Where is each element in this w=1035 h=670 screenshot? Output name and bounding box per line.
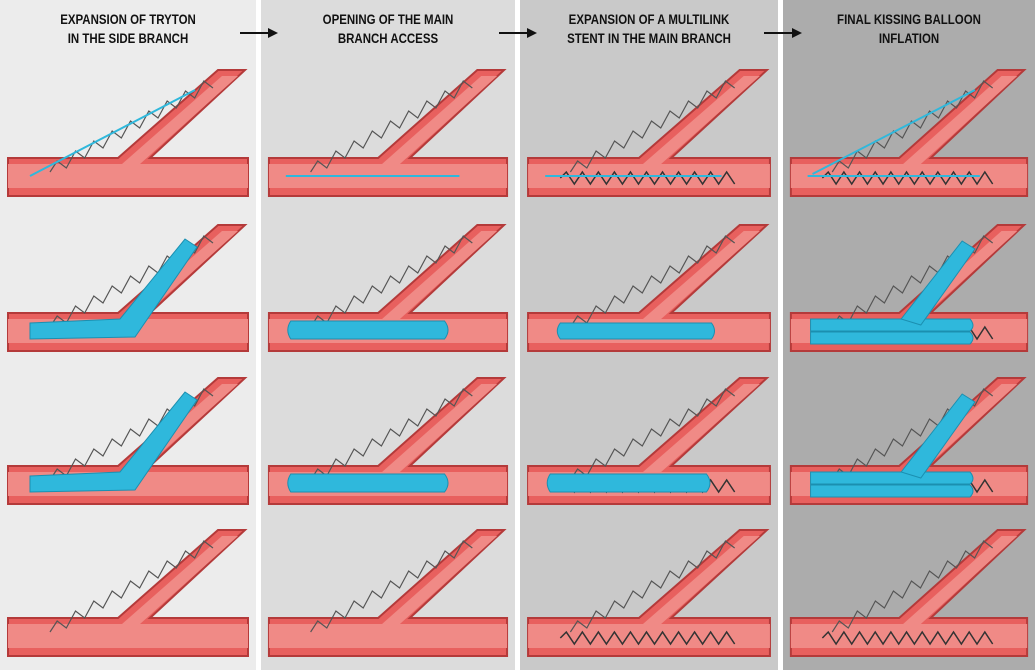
side-branch-stent [310,540,473,633]
bifurcation-illustration [7,377,249,505]
balloon [810,318,974,332]
bifurcation-illustration [527,69,771,197]
bifurcation-illustration [789,69,1029,197]
side-branch-stent [310,388,473,481]
bifurcation-illustration [267,224,509,352]
side-branch-stent [569,80,736,173]
balloon [810,484,974,498]
guidewire [812,89,976,175]
arrow-right-icon [240,28,278,38]
bifurcation-illustration [267,69,509,197]
vessel-lumen [8,76,248,188]
vessel-lumen [790,536,1028,648]
balloon [900,240,976,326]
arrow-right-icon [764,28,802,38]
bifurcation-illustration [789,224,1029,352]
balloon [287,473,449,493]
bifurcation-illustration [267,529,509,657]
bifurcation-illustration [527,529,771,657]
side-branch-stent [569,235,736,328]
balloon [810,331,974,345]
bifurcation-illustration [7,224,249,352]
main-branch-stent [821,630,994,646]
balloon [29,391,198,493]
vessel-lumen [528,536,770,648]
main-branch-stent [821,170,994,186]
arrow-right-icon [499,28,537,38]
bifurcation-illustration [527,377,771,505]
balloon [29,238,198,340]
vessel-lumen [268,536,508,648]
balloon [810,471,974,485]
main-branch-stent [559,170,736,186]
side-branch-stent [569,540,736,633]
bifurcation-illustration [267,377,509,505]
bifurcation-illustration [7,529,249,657]
side-branch-stent [569,388,736,481]
bifurcation-illustration [527,224,771,352]
side-branch-stent [49,80,214,173]
vessel-lumen [528,231,770,343]
balloon [556,322,716,340]
balloon [546,473,711,493]
vessel-lumen [528,76,770,188]
bifurcation-illustration [789,377,1029,505]
side-branch-stent [831,540,994,633]
side-branch-stent [49,540,214,633]
balloon [287,320,449,340]
main-branch-stent [559,630,736,646]
side-branch-stent [310,80,473,173]
bifurcation-illustration [7,69,249,197]
guidewire [29,89,196,177]
bifurcation-illustration [789,529,1029,657]
side-branch-stent [310,235,473,328]
vessel-lumen [8,536,248,648]
balloon [900,393,976,479]
vessel-lumen [268,76,508,188]
vessel-lumen [790,76,1028,188]
